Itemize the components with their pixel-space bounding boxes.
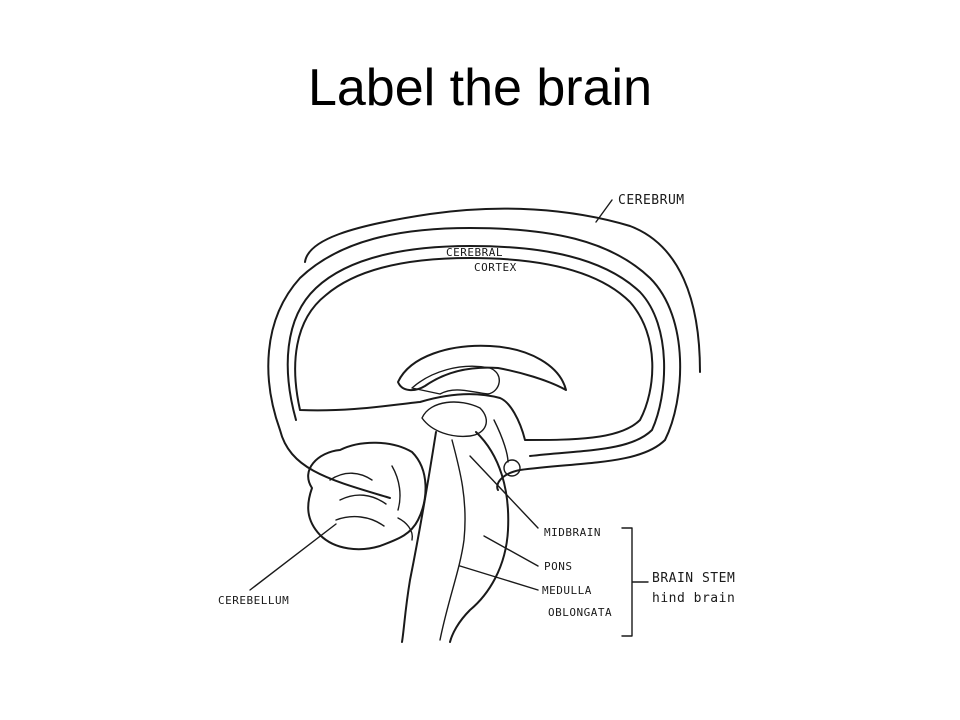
hypothalamus [493, 419, 509, 463]
label-pons: PONS [544, 560, 573, 573]
pituitary [503, 459, 521, 477]
label-oblongata: OBLONGATA [548, 606, 612, 619]
brain-outer-outline [267, 227, 682, 499]
medulla-leader [459, 565, 539, 591]
label-midbrain: MIDBRAIN [544, 526, 601, 539]
brain-stem-outline-right [449, 431, 510, 643]
midbrain-leader [469, 455, 539, 529]
page-title: Label the brain [307, 59, 653, 117]
corpus-callosum [397, 344, 567, 392]
brain-stem-outline [401, 431, 437, 643]
thalamus [421, 401, 488, 438]
label-cerebrum: CEREBRUM [618, 193, 685, 208]
cerebellum-leader [249, 523, 337, 591]
brain-stem-bracket [621, 527, 649, 637]
label-hind-brain: hind brain [652, 591, 735, 606]
lateral-ventricle [411, 365, 500, 395]
cerebellum-outline [307, 441, 427, 551]
label-cortex: CORTEX [474, 261, 517, 274]
label-medulla: MEDULLA [542, 584, 592, 597]
pons-leader [483, 535, 539, 567]
cerebellum-folia [329, 465, 401, 527]
label-brain-stem: BRAIN STEM [652, 571, 735, 586]
label-cerebellum: CEREBELLUM [218, 594, 289, 607]
cerebellum-connector [397, 517, 413, 541]
cerebrum-leader-line [595, 199, 613, 223]
cerebral-cortex-line [286, 245, 666, 457]
cerebrum-bracket [304, 207, 701, 373]
cerebrum-inner-boundary [294, 257, 654, 441]
label-cerebral: CEREBRAL [446, 246, 503, 259]
brain-stem-inner [439, 439, 466, 641]
